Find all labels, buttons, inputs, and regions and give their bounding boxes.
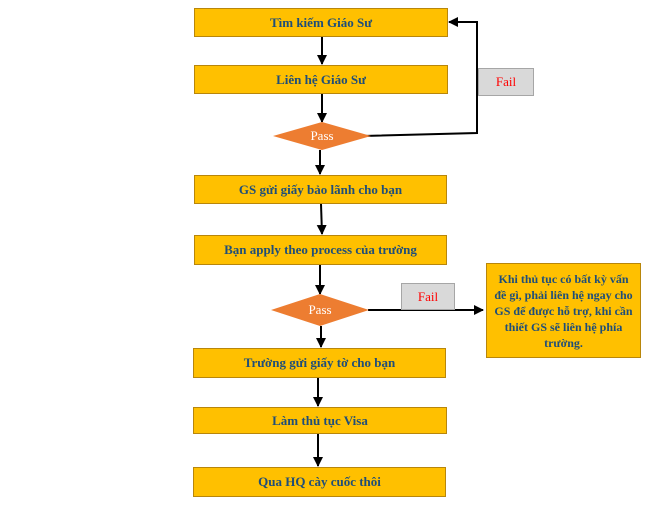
- decision-diamond-1: [273, 122, 371, 150]
- decision-label-1: Pass: [310, 128, 334, 143]
- step-contact-professor: Liên hệ Giáo Sư: [194, 65, 448, 94]
- decision-label-2: Pass: [308, 302, 332, 317]
- arrow-decision1-fail-loop: [362, 17, 478, 137]
- step-customs: Qua HQ cày cuốc thôi: [193, 467, 446, 497]
- step-guarantee-letter: GS gửi giấy bảo lãnh cho bạn: [194, 175, 447, 204]
- decision-diamond-2: [271, 294, 369, 326]
- arrow-step3-to-step4: [316, 203, 327, 235]
- step-school-sends-documents: Trường gửi giấy tờ cho bạn: [193, 348, 446, 378]
- note-contact-professor: Khi thủ tục có bất kỳ vấn đề gì, phải li…: [486, 263, 641, 358]
- step-apply-process: Bạn apply theo process của trường: [194, 235, 447, 265]
- step-visa: Làm thủ tục Visa: [193, 407, 447, 434]
- step-find-professor: Tìm kiếm Giáo Sư: [194, 8, 448, 37]
- fail-label-1: Fail: [478, 68, 534, 96]
- fail-label-2: Fail: [401, 283, 455, 310]
